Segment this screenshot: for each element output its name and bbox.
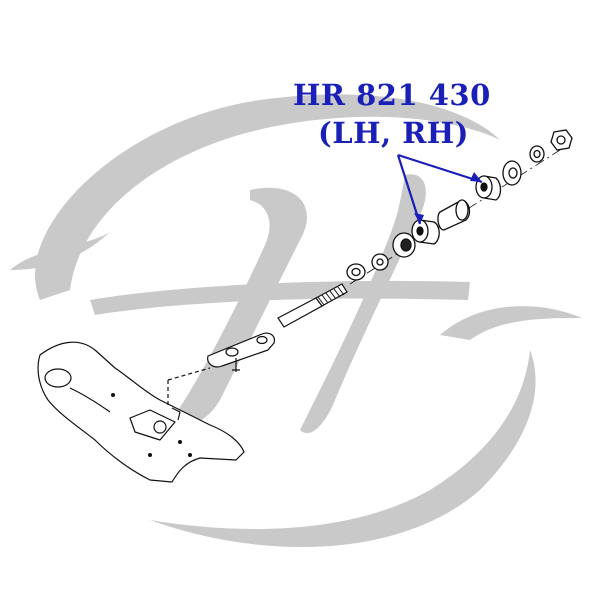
- washer-inner: [371, 253, 389, 271]
- lower-control-arm: [37, 341, 245, 483]
- watermark-upper-swoosh: [35, 94, 500, 300]
- bushing-rear: [475, 175, 502, 201]
- bushing-front: [411, 219, 440, 245]
- leader-to-bushing-rear: [397, 153, 483, 184]
- washer-outer: [529, 145, 545, 163]
- watermark-right-tail: [440, 306, 582, 340]
- collar-sleeve: [437, 199, 471, 231]
- strut-bracket: [207, 332, 275, 372]
- part-number-label: HR 821 430: [293, 78, 491, 112]
- watermark-h-crossbar: [90, 280, 470, 315]
- watermark-lower-swoosh: [150, 350, 536, 548]
- retainer-rear: [502, 160, 522, 186]
- nut-inner: [346, 263, 366, 281]
- hardware-stack: [346, 129, 573, 281]
- retainer-inner: [392, 232, 416, 258]
- watermark-h-left-stroke: [175, 187, 307, 424]
- leader-to-bushing-front: [396, 154, 422, 225]
- sides-label: (LH, RH): [318, 116, 469, 150]
- watermark-left-tail: [10, 232, 110, 270]
- nut-outer: [550, 129, 573, 151]
- leader-lines: [396, 153, 483, 225]
